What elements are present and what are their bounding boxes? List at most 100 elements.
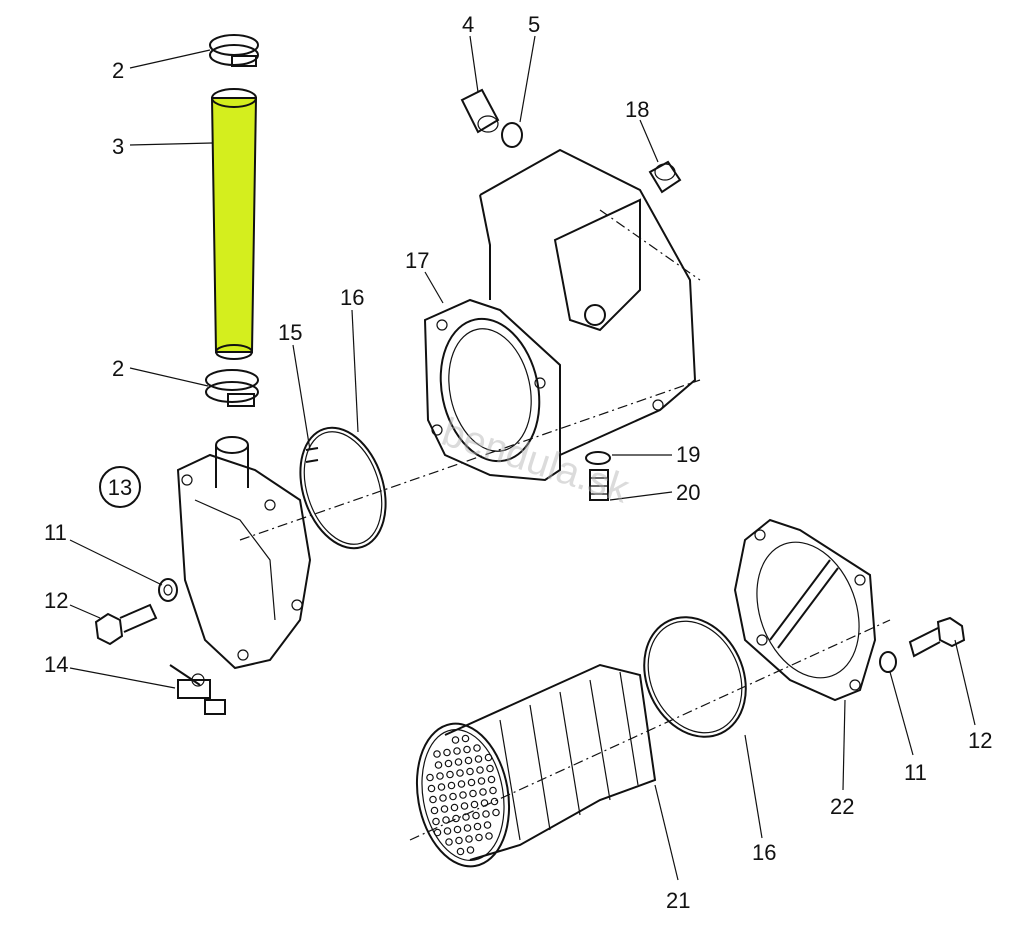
mesh-hole: [475, 833, 483, 842]
callout-16-left: 16: [340, 285, 364, 310]
mesh-hole: [473, 744, 481, 752]
o-ring-part-16-right[interactable]: [625, 601, 764, 754]
mesh-hole: [489, 786, 497, 795]
mesh-hole: [446, 770, 454, 779]
callout-12-right: 12: [968, 728, 992, 753]
mesh-hole: [469, 789, 477, 798]
mesh-hole: [476, 766, 484, 774]
mesh-hole: [482, 810, 490, 818]
filter-mesh-holes: [426, 734, 500, 856]
callout-2-bottom: 2: [112, 356, 124, 381]
mesh-hole: [450, 803, 459, 812]
mesh-hole: [434, 761, 443, 769]
callout-17: 17: [405, 248, 429, 273]
washer-part-19[interactable]: [585, 451, 611, 465]
hose-clamp-top[interactable]: [209, 34, 259, 67]
mesh-hole: [444, 759, 453, 768]
cover-part-22[interactable]: [733, 518, 877, 702]
bolt-part-12-left[interactable]: [94, 603, 158, 646]
callout-22: 22: [830, 794, 854, 819]
inlet-housing[interactable]: [176, 436, 312, 670]
mesh-hole: [460, 802, 469, 810]
callout-18: 18: [625, 97, 649, 122]
bolt-part-12-right[interactable]: [908, 616, 966, 658]
mesh-hole: [492, 808, 500, 817]
mesh-hole: [483, 821, 492, 829]
drain-plug-part-20[interactable]: [589, 469, 609, 501]
mesh-hole: [427, 784, 436, 793]
mesh-hole: [463, 745, 471, 754]
mesh-hole: [453, 825, 462, 834]
mesh-hole: [463, 824, 472, 832]
mesh-hole: [464, 756, 473, 765]
mesh-hole: [486, 764, 494, 773]
callout-16-right: 16: [752, 840, 776, 865]
callout-19: 19: [676, 442, 700, 467]
bushing-part-4[interactable]: [460, 88, 500, 134]
mesh-hole: [440, 805, 449, 813]
group-label: 13: [99, 466, 141, 508]
mesh-hole: [490, 797, 499, 806]
mesh-hole: [479, 788, 487, 796]
mesh-hole: [472, 811, 480, 820]
mesh-hole: [457, 780, 466, 788]
mesh-hole: [466, 767, 474, 776]
mesh-hole: [433, 828, 442, 837]
mesh-hole: [462, 813, 470, 821]
mesh-hole: [445, 838, 453, 846]
mesh-hole: [477, 777, 486, 785]
plug-part-18[interactable]: [648, 160, 682, 194]
callout-11-right: 11: [904, 760, 927, 785]
mesh-hole: [484, 753, 493, 762]
mesh-hole: [470, 800, 479, 809]
mesh-hole: [439, 794, 447, 802]
mesh-hole: [433, 750, 441, 758]
hose-clamp-bottom[interactable]: [205, 369, 259, 407]
callout-14: 14: [44, 652, 68, 677]
mesh-hole: [443, 748, 451, 757]
filter-element-part-21[interactable]: [406, 663, 657, 874]
mesh-hole: [485, 832, 493, 840]
mesh-hole: [456, 847, 465, 856]
mesh-hole: [442, 816, 450, 824]
mesh-hole: [466, 846, 475, 854]
mesh-hole: [453, 747, 461, 755]
mesh-hole: [449, 792, 457, 801]
mesh-hole: [452, 814, 460, 823]
mesh-hole: [456, 769, 464, 777]
washer-part-11-right[interactable]: [879, 651, 897, 673]
mesh-hole: [432, 817, 440, 826]
callout-11-left: 11: [44, 520, 67, 545]
drain-valve-part-14[interactable]: [169, 664, 226, 715]
hose-part-3[interactable]: [210, 88, 258, 360]
callout-12-left: 12: [44, 588, 68, 613]
callout-20: 20: [676, 480, 700, 505]
mesh-hole: [487, 775, 496, 784]
mesh-hole: [465, 835, 473, 843]
mesh-hole: [461, 734, 470, 743]
mesh-hole: [437, 783, 446, 791]
group-label-text: 13: [108, 475, 132, 500]
mesh-hole: [474, 755, 483, 763]
mesh-hole: [443, 827, 452, 835]
mesh-hole: [429, 795, 437, 804]
callout-2-top: 2: [112, 58, 124, 83]
mesh-hole: [480, 799, 489, 807]
mesh-hole: [459, 791, 467, 799]
mesh-hole: [447, 781, 456, 790]
leader-lines: [69, 35, 976, 881]
washer-part-11-left[interactable]: [158, 578, 178, 602]
mesh-hole: [473, 822, 482, 831]
ring-part-5[interactable]: [501, 122, 523, 148]
callout-4: 4: [462, 12, 474, 37]
filter-body-part-17[interactable]: [423, 148, 697, 482]
mesh-hole: [436, 772, 444, 780]
mesh-hole: [430, 806, 439, 815]
axis-lines: [239, 209, 891, 841]
mesh-hole: [451, 736, 460, 744]
mesh-hole: [426, 773, 434, 782]
callout-21: 21: [666, 888, 690, 913]
callout-15: 15: [278, 320, 302, 345]
o-ring-part-16-left[interactable]: [286, 417, 400, 560]
